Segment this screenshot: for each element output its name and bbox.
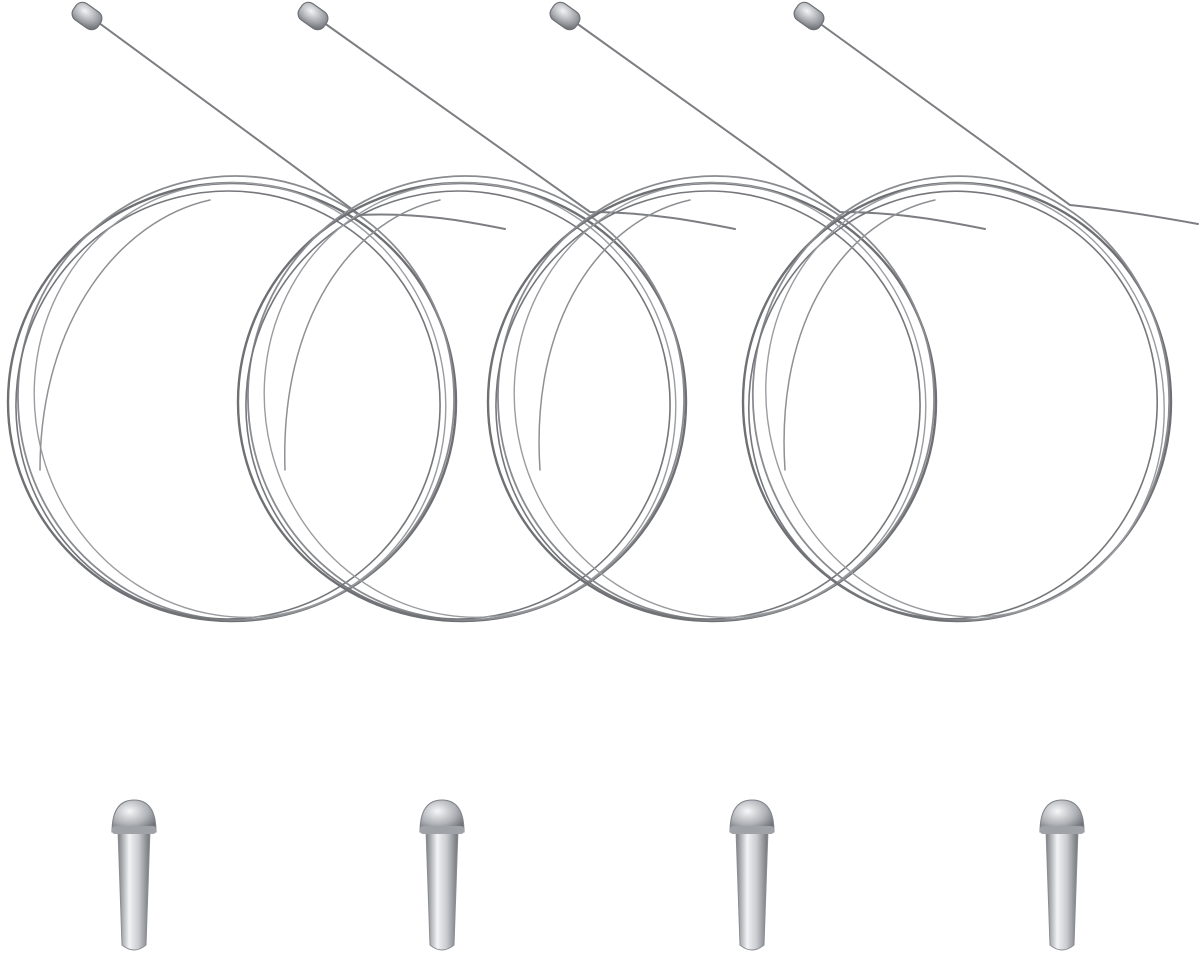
brake-cable-4 bbox=[741, 19, 1199, 623]
cable-head-1 bbox=[71, 1, 103, 31]
brake-cable-3 bbox=[486, 19, 986, 623]
brake-cable-2 bbox=[236, 19, 736, 623]
cable-head-3 bbox=[549, 1, 581, 31]
brake-cable-1 bbox=[6, 19, 506, 623]
end-cap-3 bbox=[729, 799, 775, 951]
cable-head-4 bbox=[793, 1, 825, 31]
cable-head-2 bbox=[297, 1, 329, 31]
end-cap-1 bbox=[111, 799, 157, 951]
end-cap-2 bbox=[419, 799, 465, 951]
end-cap-4 bbox=[1039, 799, 1085, 951]
